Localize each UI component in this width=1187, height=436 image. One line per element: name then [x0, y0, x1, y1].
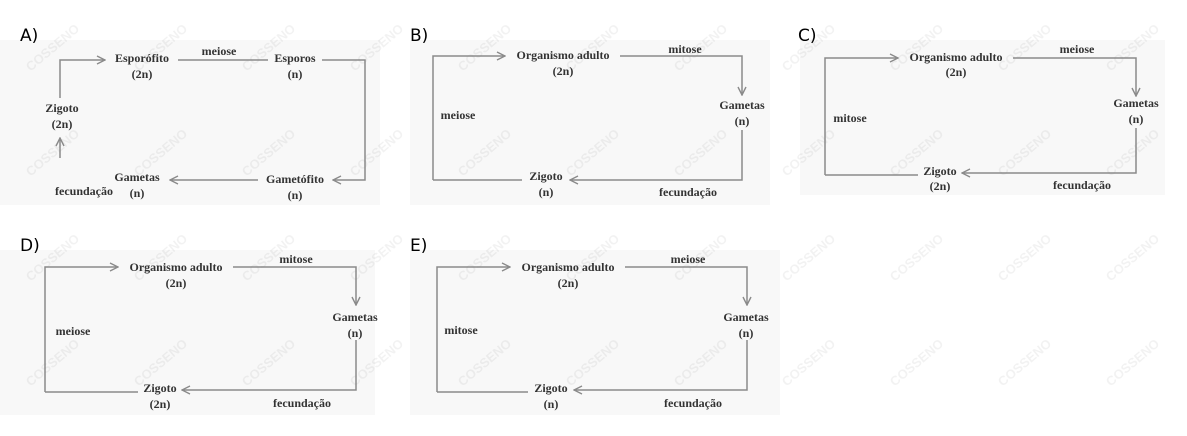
c-edge-meiose: meiose — [1060, 42, 1095, 56]
option-c-letter[interactable]: C) — [798, 26, 817, 46]
a-node-zigoto-ploidy: (2n) — [52, 117, 73, 131]
a-edge-meiose: meiose — [202, 44, 237, 58]
panel-b-bg — [410, 40, 770, 205]
option-a-letter[interactable]: A) — [20, 26, 39, 46]
b-arrow-to-organismo — [432, 56, 505, 180]
diagram-c — [824, 57, 1137, 175]
b-node-organismo: Organismo adulto — [516, 48, 609, 62]
e-node-gametas-ploidy: (n) — [739, 326, 754, 340]
d-edge-meiose: meiose — [56, 324, 91, 338]
d-node-gametas-ploidy: (n) — [348, 326, 363, 340]
d-arrow-to-organismo — [44, 267, 118, 392]
diagram-a — [59, 59, 366, 180]
option-e-letter[interactable]: E) — [410, 236, 428, 256]
b-edge-meiose: meiose — [441, 108, 476, 122]
c-node-zigoto-ploidy: (2n) — [930, 179, 951, 193]
a-arrow-zigoto-to-esporofito — [59, 60, 105, 98]
panel-e-bg — [410, 250, 780, 415]
e-edge-mitose: mitose — [444, 323, 478, 337]
d-node-zigoto-ploidy: (2n) — [150, 397, 171, 411]
a-node-esporos-ploidy: (n) — [288, 67, 303, 81]
a-node-esporofito: Esporófito — [115, 51, 169, 65]
c-arrow-to-zigoto — [962, 128, 1137, 173]
a-edge-fecundacao: fecundação — [55, 184, 113, 198]
b-edge-fecundacao: fecundação — [659, 185, 717, 199]
b-arrow-to-gametas — [620, 55, 742, 95]
c-arrow-to-gametas — [1013, 57, 1136, 96]
a-node-gametofito: Gametófito — [266, 172, 324, 186]
c-edge-mitose: mitose — [833, 111, 867, 125]
d-node-organismo-ploidy: (2n) — [166, 276, 187, 290]
e-arrow-to-gametas — [625, 266, 747, 305]
c-arrow-to-organismo — [824, 58, 898, 175]
c-node-organismo: Organismo adulto — [909, 50, 1002, 64]
c-node-gametas: Gametas — [1113, 96, 1159, 110]
e-edge-meiose: meiose — [671, 252, 706, 266]
a-node-gametofito-ploidy: (n) — [288, 188, 303, 202]
a-node-gametas-ploidy: (n) — [130, 186, 145, 200]
c-edge-fecundacao: fecundação — [1053, 178, 1111, 192]
diagram-d — [44, 266, 357, 392]
panel-c-bg — [800, 40, 1165, 195]
d-node-organismo: Organismo adulto — [129, 260, 222, 274]
e-arrow-to-zigoto — [574, 340, 748, 390]
panel-a-bg — [0, 40, 380, 205]
a-node-esporos: Esporos — [274, 51, 315, 65]
d-arrow-to-zigoto — [182, 340, 357, 390]
c-node-gametas-ploidy: (n) — [1129, 112, 1144, 126]
b-node-organismo-ploidy: (2n) — [553, 64, 574, 78]
d-node-zigoto: Zigoto — [143, 381, 176, 395]
option-d-letter[interactable]: D) — [20, 236, 40, 256]
a-node-zigoto: Zigoto — [45, 101, 78, 115]
e-node-organismo-ploidy: (2n) — [558, 276, 579, 290]
d-arrow-to-gametas — [233, 266, 356, 305]
b-arrow-to-zigoto — [570, 130, 743, 180]
e-node-zigoto-ploidy: (n) — [544, 397, 559, 411]
c-node-zigoto: Zigoto — [923, 164, 956, 178]
e-node-zigoto: Zigoto — [534, 381, 567, 395]
e-edge-fecundacao: fecundação — [664, 396, 722, 410]
a-node-gametas: Gametas — [114, 170, 160, 184]
diagram-b — [432, 55, 743, 180]
diagram-e — [436, 266, 748, 392]
d-edge-fecundacao: fecundação — [273, 396, 331, 410]
b-node-zigoto-ploidy: (n) — [539, 185, 554, 199]
b-node-zigoto: Zigoto — [529, 169, 562, 183]
option-b-letter[interactable]: B) — [410, 26, 429, 46]
e-node-gametas: Gametas — [723, 310, 769, 324]
b-node-gametas-ploidy: (n) — [735, 114, 750, 128]
e-arrow-to-organismo — [436, 267, 510, 392]
e-node-organismo: Organismo adulto — [521, 260, 614, 274]
b-node-gametas: Gametas — [719, 98, 765, 112]
d-edge-mitose: mitose — [279, 252, 313, 266]
b-edge-mitose: mitose — [668, 42, 702, 56]
a-node-esporofito-ploidy: (2n) — [132, 67, 153, 81]
c-node-organismo-ploidy: (2n) — [946, 65, 967, 79]
a-arrow-esporos-to-gametofito — [322, 59, 366, 180]
d-node-gametas: Gametas — [332, 310, 378, 324]
